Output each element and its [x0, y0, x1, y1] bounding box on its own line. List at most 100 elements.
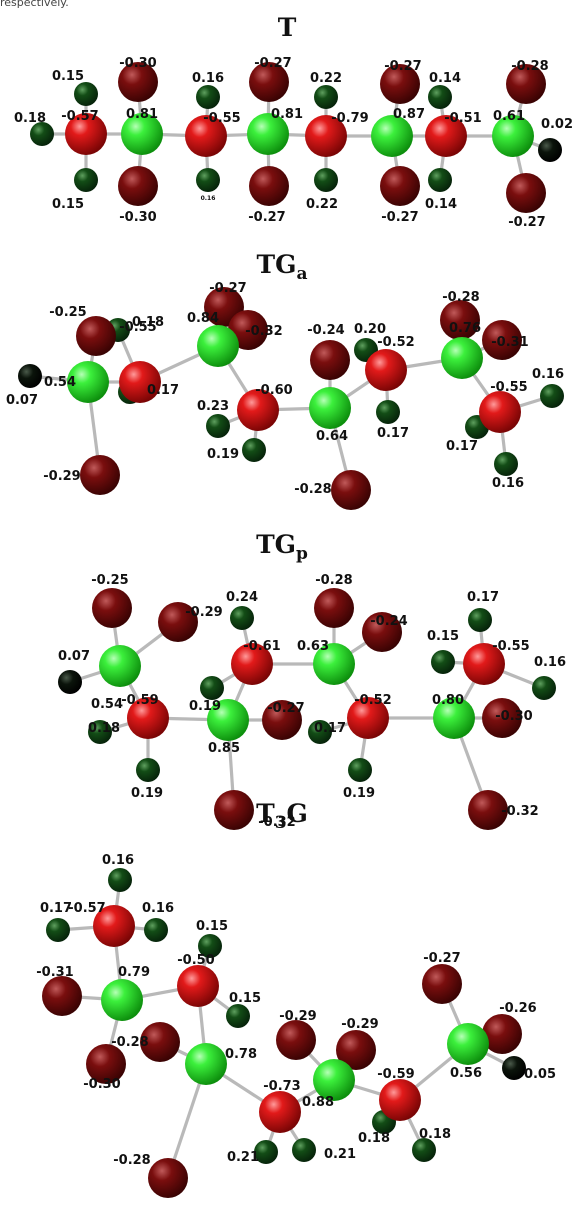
- hydrogen-atom: [74, 168, 98, 192]
- hydrogen-atom: [144, 918, 168, 942]
- charge-label: -0.29: [341, 1017, 378, 1032]
- charge-label: 0.22: [310, 71, 342, 86]
- fluorine-atom: [380, 64, 420, 104]
- terminal-atom: [18, 364, 42, 388]
- charge-label: 0.61: [493, 109, 525, 124]
- oxygen-atom: [237, 389, 279, 431]
- charge-label: -0.30: [495, 709, 532, 724]
- charge-label: 0.17: [467, 590, 499, 605]
- hydrogen-atom: [136, 758, 160, 782]
- fluorine-atom: [440, 300, 480, 340]
- hydrogen-atom: [540, 384, 564, 408]
- carbon-atom: [101, 979, 143, 1021]
- panel-title-t3g: T3G: [256, 799, 308, 833]
- caption-fragment: respectively.: [0, 0, 69, 9]
- charge-label: -0.31: [491, 335, 528, 350]
- charge-label: -0.27: [267, 701, 304, 716]
- charge-label: -0.29: [279, 1009, 316, 1024]
- fluorine-atom: [249, 166, 289, 206]
- charge-label: 0.18: [419, 1127, 451, 1142]
- fluorine-atom: [482, 320, 522, 360]
- charge-label: -0.50: [177, 953, 214, 968]
- fluorine-atom: [331, 470, 371, 510]
- terminal-atom: [502, 1056, 526, 1080]
- charge-label: -0.27: [423, 951, 460, 966]
- hydrogen-atom: [428, 85, 452, 109]
- charge-label: 0.14: [425, 197, 457, 212]
- fluorine-atom: [336, 1030, 376, 1070]
- fluorine-atom: [80, 455, 120, 495]
- charge-label: -0.27: [248, 210, 285, 225]
- charge-label: -0.51: [444, 111, 481, 126]
- oxygen-atom: [93, 905, 135, 947]
- fluorine-atom: [468, 790, 508, 830]
- charge-label: -0.59: [121, 693, 158, 708]
- charge-label: 0.88: [302, 1095, 334, 1110]
- charge-label: 0.15: [196, 919, 228, 934]
- charge-label: -0.57: [61, 109, 98, 124]
- hydrogen-atom: [348, 758, 372, 782]
- carbon-atom: [313, 643, 355, 685]
- hydrogen-atom: [230, 606, 254, 630]
- fluorine-atom: [506, 173, 546, 213]
- charge-label: 0.15: [427, 629, 459, 644]
- carbon-atom: [185, 1043, 227, 1085]
- charge-label: -0.30: [83, 1077, 120, 1092]
- fluorine-atom: [118, 166, 158, 206]
- hydrogen-atom: [431, 650, 455, 674]
- carbon-atom: [121, 113, 163, 155]
- charge-label: 0.84: [187, 311, 219, 326]
- terminal-atom: [58, 670, 82, 694]
- charge-label: 0.19: [189, 699, 221, 714]
- oxygen-atom: [365, 349, 407, 391]
- charge-label: 0.16: [142, 901, 174, 916]
- molecule-layer: 0.18 -0.57 0.15 0.15 -0.30 -0.30 0.81 0.16 -0.55…: [6, 56, 573, 1198]
- charge-label: 0.20: [354, 322, 386, 337]
- panel-title-t: T: [278, 13, 297, 42]
- charge-label: 0.16: [492, 476, 524, 491]
- charge-label: 0.54: [44, 375, 76, 390]
- charge-label: 0.17: [147, 383, 179, 398]
- charge-label: 0.19: [207, 447, 239, 462]
- charge-label: 0.24: [226, 590, 258, 605]
- panel-title-tgp: TGp: [256, 530, 308, 564]
- hydrogen-atom: [226, 1004, 250, 1028]
- oxygen-atom: [231, 643, 273, 685]
- carbon-atom: [99, 645, 141, 687]
- hydrogen-atom: [198, 934, 222, 958]
- fluorine-atom: [380, 166, 420, 206]
- charge-label: 0.18: [358, 1131, 390, 1146]
- charge-label: 0.07: [6, 393, 38, 408]
- fluorine-atom: [148, 1158, 188, 1198]
- oxygen-atom: [479, 391, 521, 433]
- charge-label: 0.81: [126, 107, 158, 122]
- hydrogen-atom: [46, 918, 70, 942]
- carbon-atom: [441, 337, 483, 379]
- charge-label: -0.28: [111, 1035, 148, 1050]
- charge-label: 0.02: [541, 117, 573, 132]
- carbon-atom: [433, 697, 475, 739]
- charge-label: 0.21: [324, 1147, 356, 1162]
- charge-label: 0.16: [532, 367, 564, 382]
- hydrogen-atom: [200, 676, 224, 700]
- hydrogen-atom: [196, 85, 220, 109]
- charge-label: -0.79: [331, 111, 368, 126]
- carbon-atom: [247, 113, 289, 155]
- charge-label: 0.22: [306, 197, 338, 212]
- fluorine-atom: [482, 698, 522, 738]
- hydrogen-atom: [108, 868, 132, 892]
- oxygen-atom: [127, 697, 169, 739]
- charge-label: -0.59: [377, 1067, 414, 1082]
- molecule-tgp: 0.540.07-0.25-0.29-0.590.180.190.85-0.27…: [58, 573, 566, 830]
- charge-label: -0.27: [508, 215, 545, 230]
- charge-label: 0.23: [197, 399, 229, 414]
- charge-label: -0.55: [490, 380, 527, 395]
- charge-label: 0.19: [131, 786, 163, 801]
- charge-label: -0.27: [254, 56, 291, 71]
- charge-label: 0.18: [88, 721, 120, 736]
- charge-label: 0.15: [52, 197, 84, 212]
- carbon-atom: [197, 325, 239, 367]
- charge-label: -0.31: [36, 965, 73, 980]
